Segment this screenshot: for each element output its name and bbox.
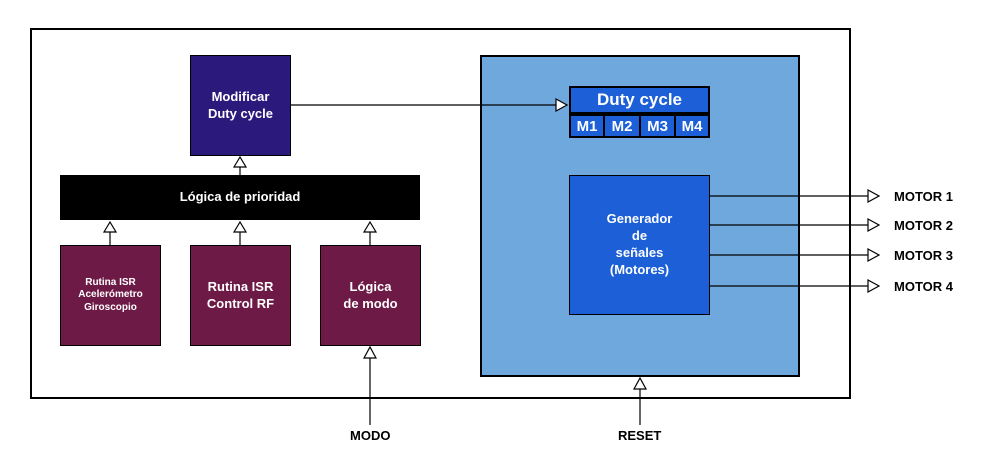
arrowhead-duty-input <box>555 97 569 113</box>
modificar-duty-cycle-block: Modificar Duty cycle <box>190 55 291 156</box>
reset-input-label: RESET <box>618 428 662 443</box>
motor-1-label: MOTOR 1 <box>894 189 953 204</box>
modo-input-label: MODO <box>350 428 391 443</box>
arrowhead-modificar-input <box>232 155 248 168</box>
motor-2-label: MOTOR 2 <box>894 218 953 233</box>
logica-prioridad-block: Lógica de prioridad <box>60 175 420 220</box>
logica-modo-block: Lógica de modo <box>320 245 421 346</box>
arrowhead-motor-3 <box>867 247 881 263</box>
arrowhead-prioridad-input-3 <box>362 220 378 233</box>
arrowhead-prioridad-input-2 <box>232 220 248 233</box>
rutina-isr-control-rf-block: Rutina ISR Control RF <box>190 245 291 346</box>
duty-cell-m3: M3 <box>639 114 676 138</box>
duty-cell-m1: M1 <box>569 114 605 138</box>
generador-senales-block: Generador de señales (Motores) <box>569 175 710 315</box>
duty-cell-m4: M4 <box>674 114 710 138</box>
motor-4-label: MOTOR 4 <box>894 279 953 294</box>
arrowhead-reset-input <box>632 376 648 390</box>
arrowhead-prioridad-input-1 <box>102 220 118 233</box>
arrowhead-modo-input <box>362 345 378 359</box>
motor-3-label: MOTOR 3 <box>894 248 953 263</box>
arrowhead-motor-4 <box>867 278 881 294</box>
arrowhead-motor-1 <box>867 188 881 204</box>
rutina-isr-acelerometro-block: Rutina ISR Acelerómetro Giroscopio <box>60 245 161 346</box>
duty-cycle-register-title: Duty cycle <box>569 86 710 114</box>
arrowhead-motor-2 <box>867 217 881 233</box>
